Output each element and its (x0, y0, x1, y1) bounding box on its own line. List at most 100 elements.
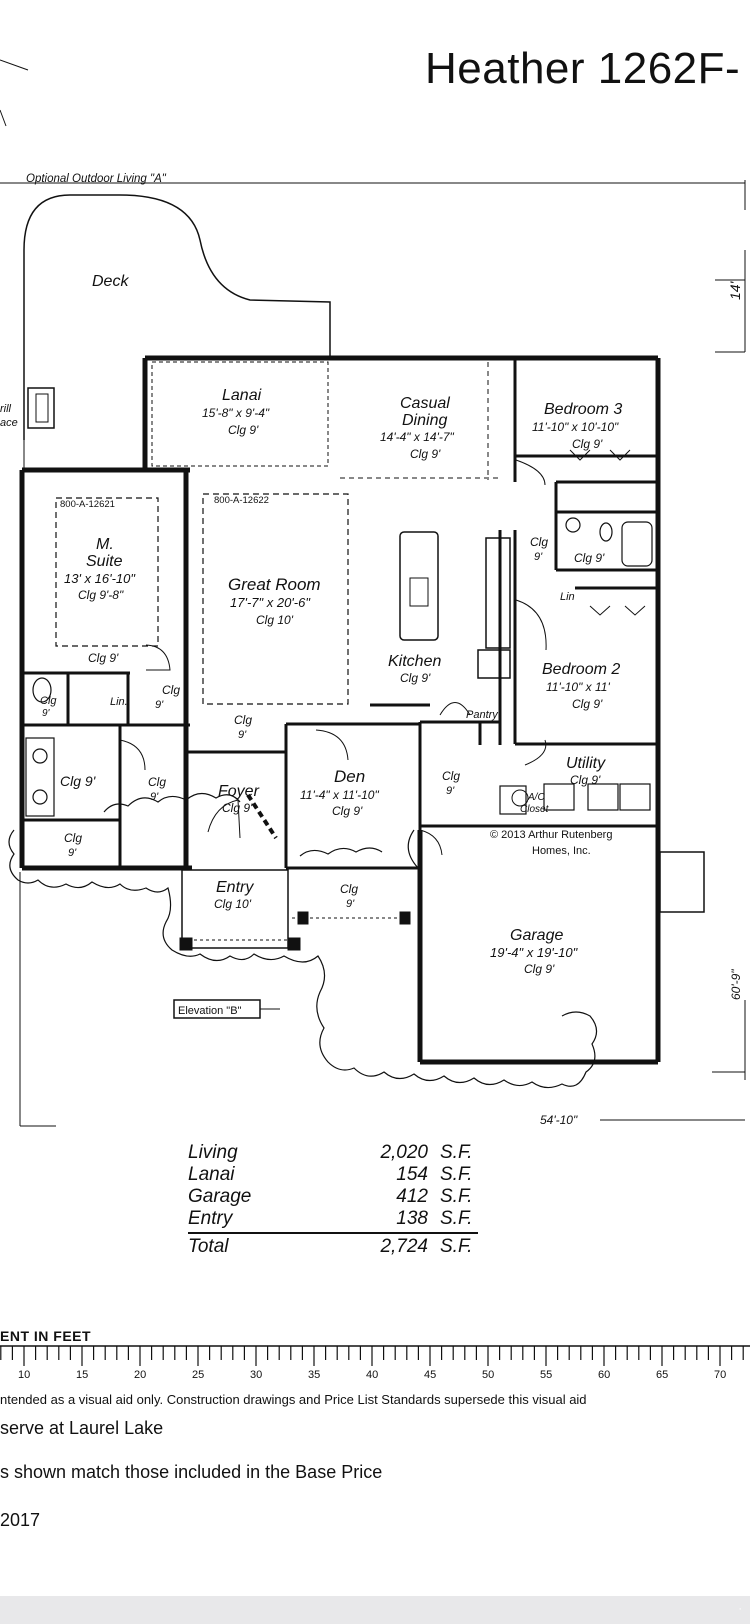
m-suite-clg-2: Clg 9' (88, 651, 119, 665)
pantry-label: Pantry (466, 709, 499, 721)
scale-label: ENT IN FEET (0, 1328, 92, 1344)
outdoor-living-label: Optional Outdoor Living "A" (26, 173, 167, 185)
garage-clg: Clg 9' (524, 962, 555, 976)
casual-dining-clg: Clg 9' (410, 447, 441, 461)
lanai-name: Lanai (222, 387, 262, 404)
bedroom3-clg: Clg 9' (572, 437, 603, 451)
great-room-name: Great Room (228, 575, 321, 594)
ruler-label: 45 (424, 1369, 436, 1381)
dim-54-10: 54'-10" (540, 1113, 578, 1127)
plan-title: Heather 1262F- (425, 44, 741, 93)
ruler-label: 30 (250, 1369, 262, 1381)
ruler-label: 35 (308, 1369, 320, 1381)
shower-clg: Clg (64, 831, 82, 845)
entry-clg: Clg 10' (214, 897, 252, 911)
bath3-clg9: Clg 9' (574, 551, 605, 565)
garage-dim: 19'-4" x 19'-10" (490, 945, 579, 960)
area-unit: S.F. (440, 1186, 473, 1207)
ruler-label: 65 (656, 1369, 668, 1381)
wic-clg: Clg (148, 775, 166, 789)
kitchen-name: Kitchen (388, 653, 441, 670)
kitchen-clg: Clg 9' (400, 671, 431, 685)
casual-dining-dim: 14'-4" x 14'-7" (380, 430, 455, 444)
total-value: 2,724 (380, 1236, 428, 1257)
copyright-line-1: © 2013 Arthur Rutenberg (490, 829, 612, 841)
disclaimer-note: ntended as a visual aid only. Constructi… (0, 1392, 587, 1407)
porch-clg: Clg (340, 882, 358, 896)
area-name: Living (188, 1142, 238, 1163)
year-note: 2017 (0, 1510, 41, 1530)
dim-60-9: 60'-9" (729, 969, 743, 1000)
bedroom2-clg: Clg 9' (572, 697, 603, 711)
community-note: serve at Laurel Lake (0, 1418, 164, 1438)
den-name: Den (334, 767, 365, 786)
base-price-note: s shown match those included in the Base… (0, 1462, 383, 1482)
wc-clg: Clg (40, 695, 57, 707)
ruler-label: 20 (134, 1369, 146, 1381)
linen-label: Lin. (110, 696, 128, 708)
floor-plan: Optional Outdoor Living "A" Deck rill ac… (0, 59, 746, 1127)
footer-strip: · (0, 1596, 750, 1624)
lanai-clg: Clg 9' (228, 423, 259, 437)
porch-nine: 9' (346, 898, 355, 910)
copyright-line-2: Homes, Inc. (532, 845, 591, 857)
ruler-label: 70 (714, 1369, 726, 1381)
great-room-dim: 17'-7" x 20'-6" (230, 595, 311, 610)
m-suite-clg: Clg 9'-8" (78, 588, 124, 602)
bath3-clg: Clg (530, 535, 548, 549)
bedroom3-name: Bedroom 3 (544, 401, 622, 418)
ruler-label: 60 (598, 1369, 610, 1381)
master-bath-clg: Clg 9' (60, 773, 97, 789)
area-unit: S.F. (440, 1142, 473, 1163)
dim-14: 14' (727, 280, 743, 300)
watermark: · (738, 1603, 742, 1615)
great-room-clg: Clg 10' (256, 613, 294, 627)
shower-nine: 9' (68, 847, 77, 859)
gallery-clg: Clg (234, 713, 252, 727)
ruler-label: 40 (366, 1369, 378, 1381)
ruler-label: 50 (482, 1369, 494, 1381)
den-clg: Clg 9' (332, 804, 363, 818)
entry-name: Entry (216, 879, 254, 896)
bath3-nine: 9' (534, 551, 543, 563)
area-value: 138 (396, 1208, 428, 1229)
area-value: 154 (396, 1164, 428, 1185)
elevation-label: Elevation "B" (178, 1005, 242, 1017)
casual-dining-name-2: Dining (402, 412, 447, 429)
grill-label: rill (0, 403, 12, 415)
utility-clg: Clg 9' (570, 773, 601, 787)
total-unit: S.F. (440, 1236, 473, 1257)
casual-dining-name-1: Casual (400, 395, 450, 412)
bedroom2-dim: 11'-10" x 11' (546, 680, 610, 694)
ac-label: A/C (527, 792, 545, 803)
lanai-dim: 15'-8" x 9'-4" (202, 406, 270, 420)
m-suite-dim: 13' x 16'-10" (64, 571, 136, 586)
area-name: Lanai (188, 1164, 235, 1185)
grill-label-2: ace (0, 417, 18, 429)
area-unit: S.F. (440, 1164, 473, 1185)
den-dim: 11'-4" x 11'-10" (300, 788, 379, 802)
utility-name: Utility (566, 755, 606, 772)
foyer-name: Foyer (218, 783, 260, 800)
ruler-label: 10 (18, 1369, 30, 1381)
wic-nine: 9' (150, 791, 159, 803)
bedroom-linen: Lin (560, 591, 575, 603)
total-divider (188, 1232, 478, 1234)
bedroom3-dim: 11'-10" x 10'-10" (532, 420, 619, 434)
laundry-hall-clg: Clg (442, 769, 460, 783)
hall-clg: Clg (162, 683, 180, 697)
area-unit: S.F. (440, 1208, 473, 1229)
bedroom2-name: Bedroom 2 (542, 661, 620, 678)
plan-number-a: 800-A-12621 (60, 499, 115, 510)
garage-name: Garage (510, 927, 563, 944)
closet-label: Closet (520, 804, 550, 815)
hall-nine: 9' (155, 699, 164, 711)
m-suite-name-1: M. (96, 536, 114, 553)
deck-label: Deck (92, 273, 129, 290)
wc-nine: 9' (42, 708, 51, 719)
gallery-nine: 9' (238, 729, 247, 741)
area-name: Garage (188, 1186, 252, 1207)
ruler-label: 55 (540, 1369, 552, 1381)
ruler-label: 25 (192, 1369, 204, 1381)
